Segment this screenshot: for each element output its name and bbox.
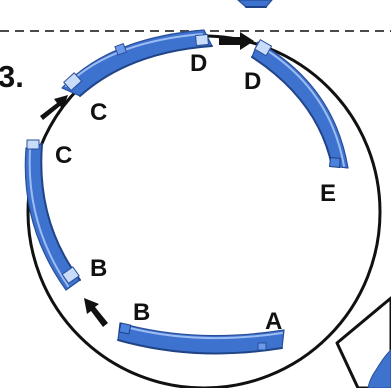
connector-d-left — [195, 33, 209, 47]
track-piece-d-e — [251, 38, 349, 169]
step-number: 3. — [0, 59, 24, 94]
connector-d-right — [254, 38, 273, 57]
callout-pointer — [335, 296, 391, 388]
label-c-left: C — [55, 142, 72, 169]
arrow-to-b-upper — [84, 298, 108, 327]
track-piece-b-a — [117, 322, 285, 355]
peg-b-lower — [118, 322, 132, 335]
connector-c-upper — [63, 72, 83, 92]
connector-c-left — [26, 139, 40, 150]
arrow-to-d-right — [219, 32, 254, 50]
label-a: A — [265, 308, 282, 335]
peg-e — [329, 157, 341, 168]
label-b-upper: B — [90, 255, 107, 282]
label-d-left: D — [190, 50, 207, 77]
top-partial-piece — [237, 0, 273, 8]
slot-a — [257, 342, 267, 351]
label-e: E — [320, 180, 336, 207]
label-b-lower: B — [133, 299, 150, 326]
track-piece-c-d — [61, 29, 213, 97]
slot — [114, 42, 127, 56]
label-c-upper: C — [90, 99, 107, 126]
connector-b-upper — [61, 266, 80, 285]
label-d-right: D — [244, 68, 261, 95]
callout-corner-piece — [367, 349, 391, 388]
arrow-to-c-upper — [40, 95, 68, 120]
track-piece-b-c — [24, 139, 81, 291]
